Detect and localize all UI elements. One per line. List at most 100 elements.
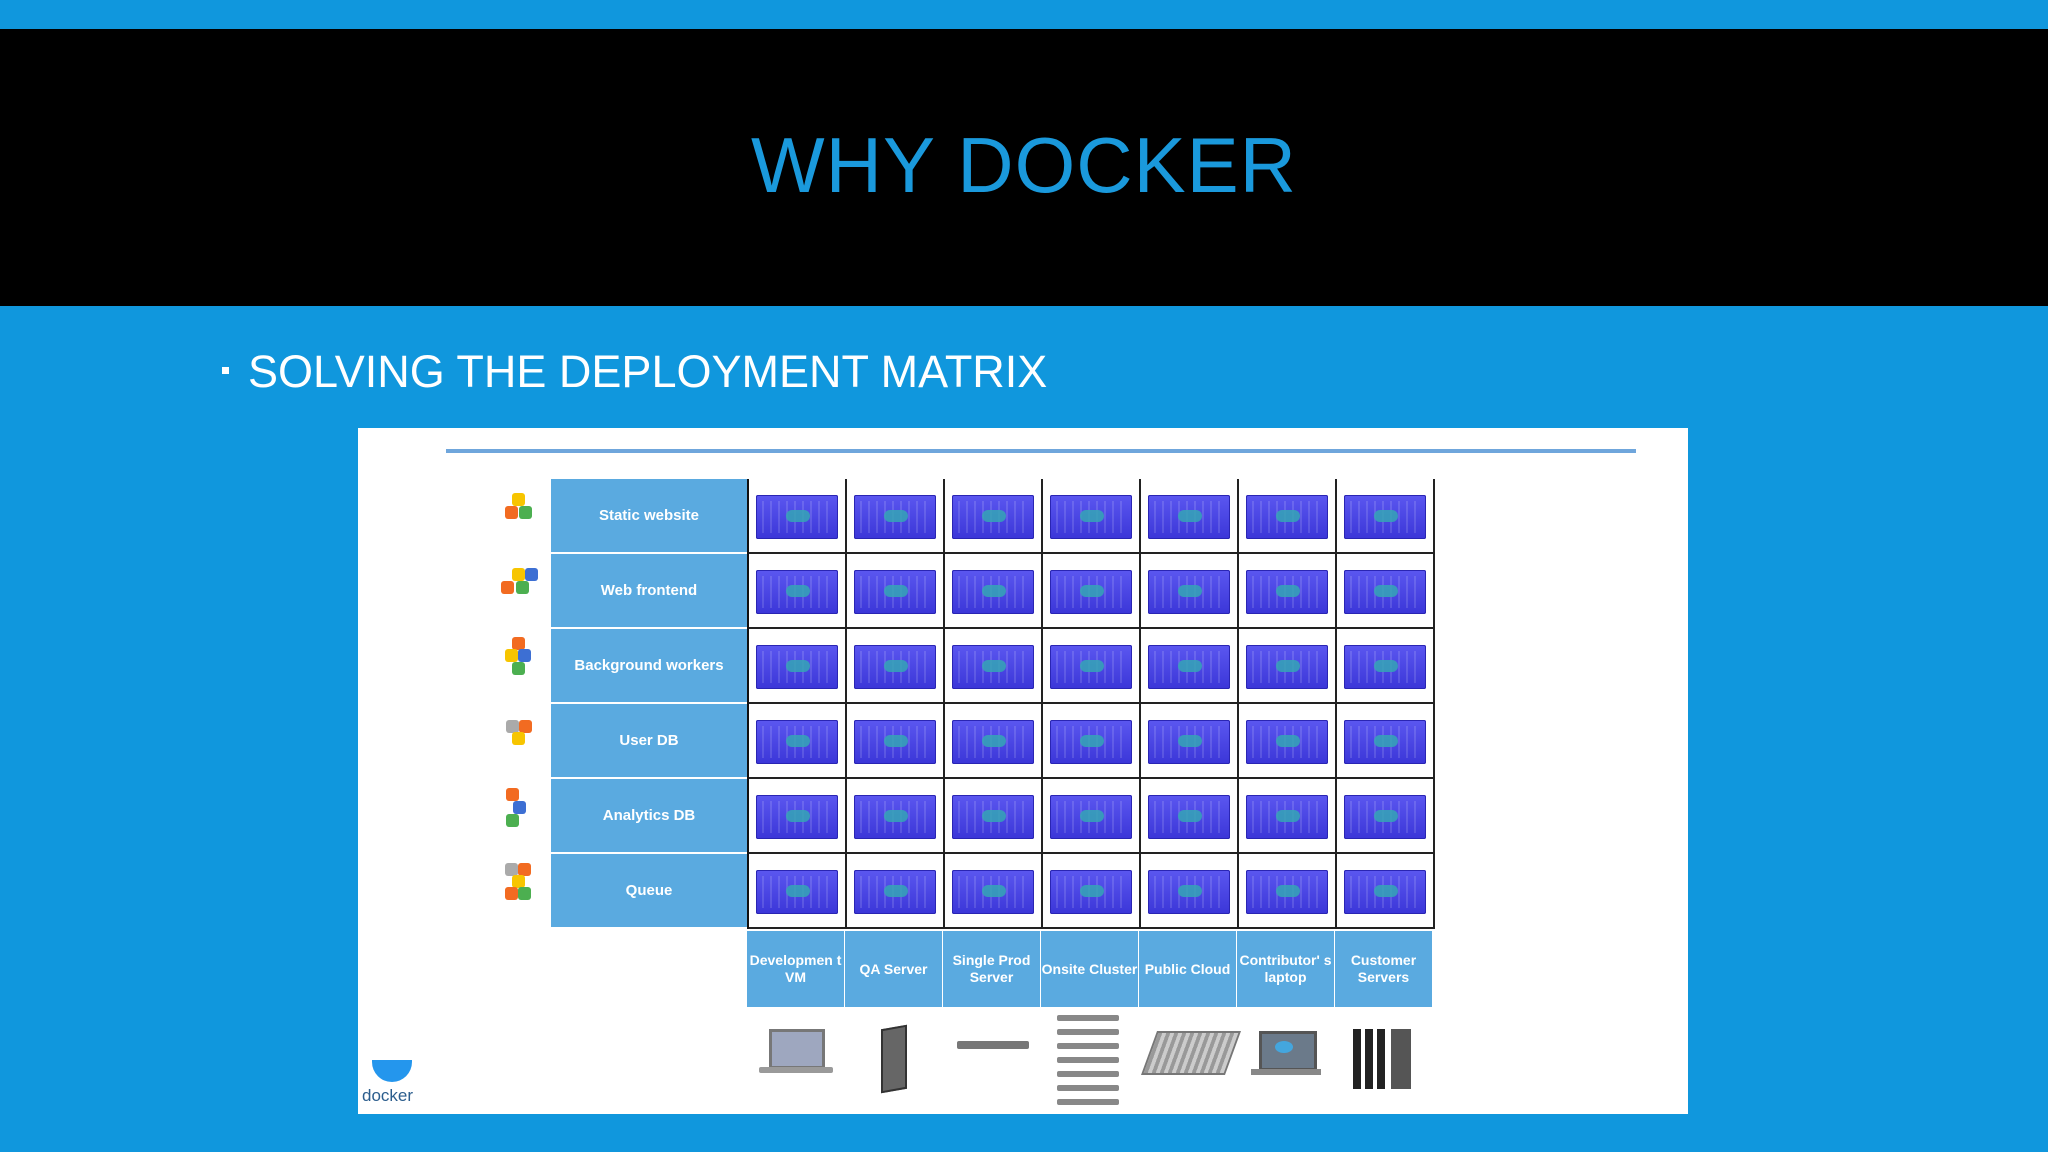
grid-cell: [1239, 479, 1337, 552]
environment-icons: [747, 1011, 1433, 1111]
hex-cluster-icon: [498, 554, 542, 629]
grid-cell: [1337, 629, 1435, 702]
grid-cell: [847, 629, 945, 702]
hex-cluster-icon: [498, 479, 542, 554]
grid-cell: [1141, 554, 1239, 627]
shipping-container-icon: [952, 870, 1034, 914]
shipping-container-icon: [756, 570, 838, 614]
shipping-container-icon: [952, 795, 1034, 839]
row-label: Static website: [551, 479, 747, 552]
docker-logo: docker: [362, 1048, 424, 1108]
grid-cell: [945, 629, 1043, 702]
grid-cell: [1337, 854, 1435, 927]
deployment-matrix-image: Static website Web frontend Background w…: [358, 428, 1688, 1114]
shipping-container-icon: [1148, 495, 1230, 539]
dell-laptop-icon: [1237, 1011, 1335, 1111]
rack-server-icon: [943, 1011, 1041, 1111]
grid-cell: [1239, 704, 1337, 777]
grid-cell: [1043, 779, 1141, 852]
grid-cell: [1043, 479, 1141, 552]
grid-cell: [1043, 854, 1141, 927]
grid-cell: [1141, 629, 1239, 702]
shipping-container-icon: [1344, 645, 1426, 689]
laptop-icon: [747, 1011, 845, 1111]
title-band: [0, 29, 2048, 306]
env-label: Contributor' s laptop: [1237, 931, 1334, 1007]
shipping-container-icon: [952, 645, 1034, 689]
cloud-server-icon: [1139, 1011, 1242, 1111]
customer-servers-icon: [1335, 1011, 1433, 1111]
env-label: Customer Servers: [1335, 931, 1432, 1007]
grid-cell: [749, 479, 847, 552]
grid-cell: [1141, 779, 1239, 852]
grid-cell: [749, 554, 847, 627]
shipping-container-icon: [854, 495, 936, 539]
shipping-container-icon: [854, 570, 936, 614]
grid-cell: [1239, 629, 1337, 702]
grid-cell: [1337, 704, 1435, 777]
whale-icon: [372, 1060, 412, 1082]
grid-row: [749, 479, 1435, 554]
blade-server-icon: [845, 1011, 943, 1111]
env-label: Single Prod Server: [943, 931, 1040, 1007]
row-labels: Static website Web frontend Background w…: [551, 479, 747, 929]
shipping-container-icon: [1246, 720, 1328, 764]
shipping-container-icon: [1148, 645, 1230, 689]
bullet-marker: [222, 367, 229, 374]
grid-cell: [1141, 854, 1239, 927]
grid-cell: [847, 779, 945, 852]
grid-cell: [945, 779, 1043, 852]
hex-cluster-icon: [498, 629, 542, 704]
env-label: Onsite Cluster: [1041, 931, 1138, 1007]
shipping-container-icon: [952, 720, 1034, 764]
shipping-container-icon: [756, 645, 838, 689]
slide-title: WHY DOCKER: [751, 121, 1297, 209]
grid-row: [749, 704, 1435, 779]
container-grid: [747, 479, 1435, 929]
grid-cell: [945, 479, 1043, 552]
grid-row: [749, 779, 1435, 854]
shipping-container-icon: [1148, 570, 1230, 614]
shipping-container-icon: [952, 570, 1034, 614]
shipping-container-icon: [1246, 570, 1328, 614]
hex-cluster-icon: [498, 704, 542, 779]
shipping-container-icon: [1050, 795, 1132, 839]
grid-cell: [749, 779, 847, 852]
shipping-container-icon: [854, 645, 936, 689]
docker-logo-text: docker: [362, 1086, 414, 1105]
shipping-container-icon: [1148, 720, 1230, 764]
grid-cell: [749, 629, 847, 702]
shipping-container-icon: [1246, 645, 1328, 689]
grid-cell: [1141, 704, 1239, 777]
grid-cell: [749, 854, 847, 927]
row-label: Background workers: [551, 629, 747, 702]
shipping-container-icon: [854, 870, 936, 914]
shipping-container-icon: [1148, 870, 1230, 914]
shipping-container-icon: [1246, 795, 1328, 839]
grid-cell: [1239, 854, 1337, 927]
shipping-container-icon: [756, 870, 838, 914]
shipping-container-icon: [1344, 495, 1426, 539]
grid-cell: [1043, 554, 1141, 627]
grid-cell: [847, 554, 945, 627]
top-rule: [446, 449, 1636, 453]
grid-cell: [1337, 779, 1435, 852]
grid-cell: [1141, 479, 1239, 552]
shipping-container-icon: [1050, 570, 1132, 614]
environment-headers: Developmen t VM QA Server Single Prod Se…: [747, 931, 1433, 1007]
shipping-container-icon: [1050, 870, 1132, 914]
grid-row: [749, 554, 1435, 629]
grid-cell: [1239, 554, 1337, 627]
grid-cell: [945, 854, 1043, 927]
row-label: Web frontend: [551, 554, 747, 627]
grid-cell: [945, 704, 1043, 777]
shipping-container-icon: [1246, 870, 1328, 914]
shipping-container-icon: [854, 720, 936, 764]
shipping-container-icon: [756, 495, 838, 539]
shipping-container-icon: [1344, 870, 1426, 914]
env-label: Developmen t VM: [747, 931, 844, 1007]
shipping-container-icon: [1050, 495, 1132, 539]
shipping-container-icon: [1344, 720, 1426, 764]
grid-cell: [1043, 629, 1141, 702]
hex-cluster-icon: [498, 779, 542, 854]
